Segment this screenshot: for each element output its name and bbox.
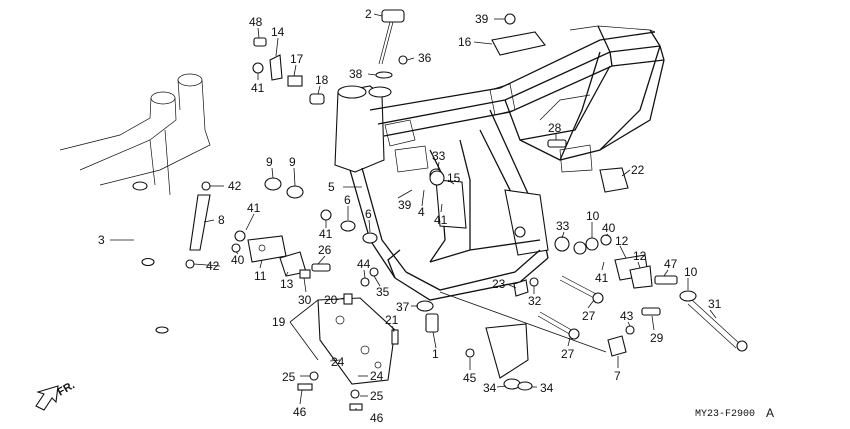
callout-43: 43 [620,309,634,323]
callout-12a: 12 [615,234,629,248]
drawing-code: MY23-F2900 [695,409,755,420]
callout-41c: 41 [319,227,333,241]
callout-10b: 10 [684,265,698,279]
callout-13: 13 [280,277,294,291]
callout-10a: 10 [586,209,600,223]
callout-46b: 46 [370,411,384,425]
callout-34b: 34 [540,381,554,395]
callout-35: 35 [376,285,390,299]
hardware-parts [185,9,748,411]
callout-25b: 25 [370,389,384,403]
callout-17: 17 [290,52,304,66]
callout-41d: 41 [434,213,448,227]
callout-27a: 27 [582,309,596,323]
callout-31: 31 [708,297,722,311]
callout-9b: 9 [289,155,296,169]
callout-4: 4 [418,205,425,219]
callout-24b: 24 [370,369,384,383]
callout-47: 47 [664,257,678,271]
callout-32: 32 [528,294,542,308]
callout-25a: 25 [282,370,296,384]
leader-lines [110,13,717,410]
callout-6a: 6 [344,193,351,207]
callout-40b: 40 [602,221,616,235]
callout-48: 48 [249,15,263,29]
callout-5: 5 [328,180,335,194]
callout-41e: 41 [595,271,609,285]
callout-11: 11 [254,269,267,283]
callout-42b: 42 [206,259,220,273]
callout-3: 3 [98,233,105,247]
callout-23: 23 [492,277,506,291]
callout-9a: 9 [266,155,273,169]
callout-37: 37 [396,300,410,314]
direction-label: FR. [56,379,77,398]
callout-22: 22 [631,163,645,177]
callout-28: 28 [548,121,562,135]
callout-19: 19 [272,315,286,329]
callout-8: 8 [218,213,225,227]
callout-20: 20 [324,293,338,307]
callout-45: 45 [463,371,477,385]
revision-letter: A [766,406,774,420]
callout-36: 36 [418,51,432,65]
callout-44: 44 [357,257,371,271]
callout-39: 39 [475,12,489,26]
callout-33a: 33 [432,149,446,163]
callout-39b: 39 [398,198,412,212]
callout-42a: 42 [228,179,242,193]
drawing-code-block: MY23-F2900 A [695,406,774,420]
callout-33b: 33 [556,219,570,233]
callout-26: 26 [318,243,332,257]
callout-30: 30 [298,293,312,307]
callout-12b: 12 [633,249,647,263]
callout-29: 29 [650,331,664,345]
callout-6b: 6 [365,207,372,221]
callout-16: 16 [458,35,472,49]
callout-21: 21 [385,313,399,327]
callout-38: 38 [349,67,363,81]
callout-14: 14 [271,25,285,39]
callout-34a: 34 [483,381,497,395]
callout-24a: 24 [331,355,345,369]
exhaust-pipe-3 [128,179,169,334]
callout-41: 41 [251,81,265,95]
callout-27b: 27 [561,347,575,361]
main-frame-drawing [334,25,665,301]
callout-41b: 41 [247,201,261,215]
callout-1: 1 [432,347,439,361]
callout-46a: 46 [293,405,307,419]
ghost-frame-outline [59,73,211,196]
callout-40: 40 [231,253,245,267]
callout-15: 15 [447,171,461,185]
front-direction-arrow: FR. [35,379,77,411]
callout-18: 18 [315,73,329,87]
callout-labels: 48 14 17 41 18 2 38 36 39 16 9 9 42 8 3 … [98,7,722,425]
callout-2: 2 [365,7,372,21]
callout-7: 7 [614,369,621,383]
